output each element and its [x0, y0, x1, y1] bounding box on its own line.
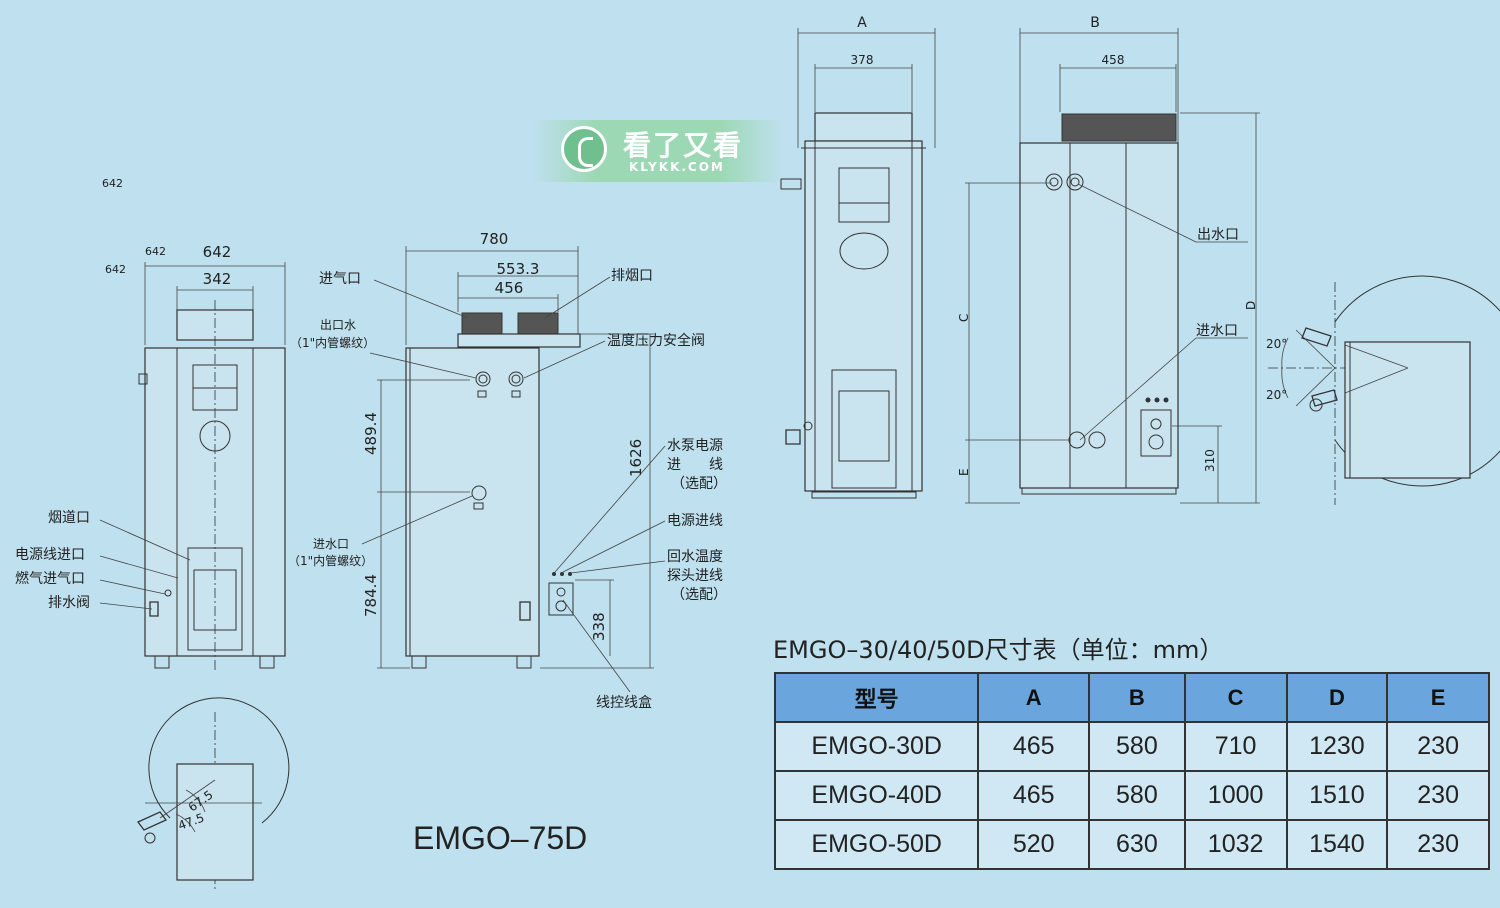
dim-458: 458 — [1102, 53, 1125, 67]
header-c: C — [1183, 672, 1288, 723]
label-water-inlet-thread: （1"内管螺纹） — [288, 553, 373, 568]
label-pump-power-2: 进 线 — [667, 457, 723, 473]
large-unit-labels: 进气口 排烟口 出口水 （1"内管螺纹） 温度压力安全阀 水泵电源 进 线 （选… — [288, 268, 727, 711]
cell-model: EMGO-30D — [773, 721, 980, 772]
label-tp-valve: 温度压力安全阀 — [607, 332, 705, 349]
cell-e: 230 — [1386, 819, 1490, 870]
label-return-probe-3: （选配） — [671, 587, 727, 603]
label-water-inlet: 进水口 — [313, 537, 349, 551]
cell-a: 465 — [977, 770, 1091, 821]
watermark-logo: 看了又看 KLYKK.COM — [533, 120, 783, 182]
large-front-view: 780 553.3 456 — [362, 230, 654, 669]
label-water-outlet: 出口水 — [320, 318, 356, 332]
label-pump-power-3: （选配） — [671, 476, 727, 492]
header-b: B — [1088, 672, 1186, 723]
cell-d: 1540 — [1285, 819, 1389, 870]
label-flue-outlet: 排烟口 — [611, 268, 653, 284]
dim-1626: 1626 — [627, 439, 645, 477]
label-return-probe-2: 探头进线 — [667, 568, 723, 584]
label-cable-entry: 电源线进口 — [15, 547, 85, 563]
dim-310: 310 — [1203, 449, 1217, 472]
dim-B: B — [1090, 15, 1100, 31]
small-top-view: 67.5 47.5 — [136, 697, 290, 890]
label-gas-inlet: 进气口 — [319, 271, 361, 287]
dimension-table: 型号 A B C D E EMGO-30D 465 580 710 1230 2… — [773, 672, 1490, 870]
angle-20-lower: 20° — [1266, 388, 1287, 402]
model-label-75d: EMGO–75D — [413, 820, 588, 856]
dim-D: D — [1244, 301, 1258, 310]
cell-b: 580 — [1088, 721, 1186, 772]
small-side-view: 642 342 — [138, 243, 286, 670]
cell-d: 1230 — [1285, 721, 1389, 772]
label-gas-entry: 燃气进气口 — [15, 570, 85, 587]
table-title: EMGO–30/40/50D尺寸表（单位：mm） — [773, 636, 1224, 664]
series-top-view: 20° 20° — [1266, 275, 1500, 505]
cell-c: 1032 — [1183, 819, 1288, 870]
cell-model: EMGO-40D — [773, 770, 980, 821]
header-a: A — [977, 672, 1091, 723]
label-pump-power: 水泵电源 — [667, 438, 723, 454]
cell-c: 1000 — [1183, 770, 1288, 821]
dim-553-3: 553.3 — [497, 260, 540, 278]
table-row: EMGO-40D 465 580 1000 1510 230 — [773, 770, 1490, 821]
cell-a: 520 — [977, 819, 1091, 870]
label-drain: 排水阀 — [48, 595, 90, 611]
cell-b: 630 — [1088, 819, 1186, 870]
dim-780: 780 — [480, 230, 509, 248]
cell-e: 230 — [1386, 721, 1490, 772]
label-control-box: 线控线盒 — [596, 694, 652, 711]
header-model: 型号 — [773, 672, 980, 723]
dim-456: 456 — [495, 279, 524, 297]
table-row: EMGO-50D 520 630 1032 1540 230 — [773, 819, 1490, 870]
dim-E: E — [957, 468, 971, 476]
dim-784-4: 784.4 — [362, 574, 380, 617]
series-front-view: A 378 — [780, 15, 936, 499]
dim-378: 378 — [851, 53, 874, 67]
label-power-in: 电源进线 — [667, 513, 723, 529]
dim-489-4: 489.4 — [362, 412, 380, 455]
table-row: EMGO-30D 465 580 710 1230 230 — [773, 721, 1490, 772]
dim-A: A — [857, 15, 867, 31]
logo-icon — [561, 126, 607, 172]
dim-338: 338 — [590, 612, 608, 641]
label-flue-port: 烟道口 — [48, 510, 90, 526]
watermark-en: KLYKK.COM — [629, 160, 725, 174]
cell-e: 230 — [1386, 770, 1490, 821]
table-header-row: 型号 A B C D E — [773, 672, 1490, 723]
header-d: D — [1285, 672, 1389, 723]
cell-b: 580 — [1088, 770, 1186, 821]
cell-a: 465 — [977, 721, 1091, 772]
ghost-text-3: 642 — [105, 263, 126, 276]
ghost-text-2: 642 — [145, 245, 166, 258]
dim-342: 342 — [203, 270, 232, 288]
cell-model: EMGO-50D — [773, 819, 980, 870]
dim-C: C — [957, 314, 971, 322]
watermark-cn: 看了又看 — [623, 129, 744, 162]
dim-642: 642 — [203, 243, 232, 261]
label-water-outlet-thread: （1"内管螺纹） — [290, 335, 375, 350]
small-unit-labels: 烟道口 电源线进口 燃气进气口 排水阀 — [15, 510, 191, 611]
cell-c: 710 — [1183, 721, 1288, 772]
header-e: E — [1386, 672, 1490, 723]
label-series-inlet: 进水口 — [1196, 323, 1238, 339]
cell-d: 1510 — [1285, 770, 1389, 821]
ghost-text-1: 642 — [102, 177, 123, 190]
label-series-outlet: 出水口 — [1197, 227, 1239, 243]
angle-20-upper: 20° — [1266, 337, 1287, 351]
series-side-view: B 458 C E D 310 — [957, 15, 1260, 504]
label-return-probe: 回水温度 — [667, 549, 723, 565]
